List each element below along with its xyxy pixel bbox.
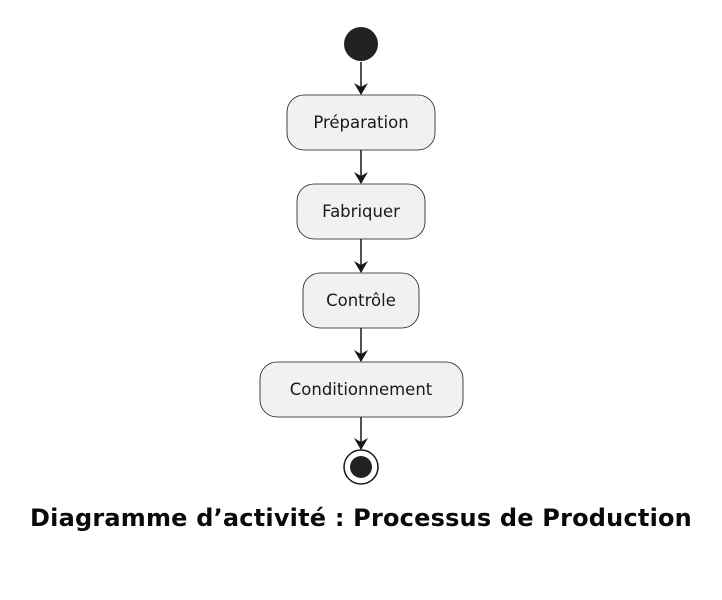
final-node	[343, 449, 379, 485]
action-label-controle: Contrôle	[326, 291, 396, 310]
initial-node	[344, 27, 378, 61]
action-label-fabriquer: Fabriquer	[322, 202, 400, 221]
action-node-box	[302, 272, 420, 329]
action-fabriquer: Fabriquer	[296, 183, 426, 240]
action-label-conditionnement: Conditionnement	[290, 380, 433, 399]
action-label-preparation: Préparation	[313, 113, 408, 132]
activity-diagram: Préparation Fabriquer Contrôle Condition…	[259, 27, 464, 485]
action-preparation: Préparation	[286, 94, 436, 151]
action-node-box	[296, 183, 426, 240]
diagram-caption: Diagramme d’activité : Processus de Prod…	[30, 504, 692, 532]
action-controle: Contrôle	[302, 272, 420, 329]
action-node-box	[286, 94, 436, 151]
action-conditionnement: Conditionnement	[259, 361, 464, 418]
final-node-core	[350, 456, 372, 478]
action-node-box	[259, 361, 464, 418]
